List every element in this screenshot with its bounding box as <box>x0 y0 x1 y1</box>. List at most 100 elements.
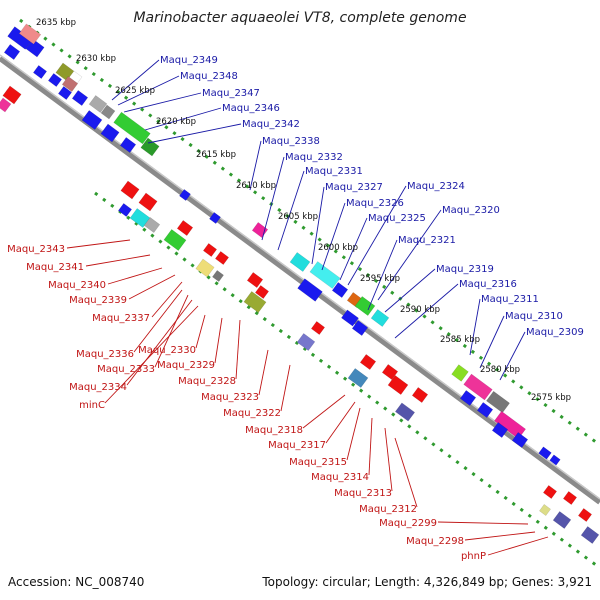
label-leader-line <box>214 317 223 364</box>
label-leader-line <box>123 92 202 113</box>
label-leader-line <box>377 209 442 301</box>
label-leader-line <box>85 254 151 267</box>
gene-label: Maqu_2328 <box>178 376 236 387</box>
gene-label: Maqu_2343 <box>7 244 65 255</box>
gene-feature <box>370 309 390 327</box>
gene-label: Maqu_2348 <box>180 71 238 82</box>
gene-label: Maqu_2322 <box>223 408 281 419</box>
label-leader-line <box>384 427 393 492</box>
gene-feature <box>113 111 151 145</box>
label-leader-line <box>261 156 285 241</box>
genome-summary-text: Topology: circular; Length: 4,326,849 bp… <box>261 575 592 589</box>
gene-feature <box>100 123 120 143</box>
gene-feature <box>246 272 264 288</box>
gene-feature <box>341 309 359 327</box>
gene-feature <box>351 320 369 336</box>
gene-feature <box>25 38 45 58</box>
gene-feature <box>580 526 600 544</box>
gene-label: Maqu_2333 <box>97 364 155 375</box>
label-leader-line <box>117 75 180 106</box>
gene-feature <box>117 203 133 217</box>
gene-feature <box>254 285 270 299</box>
scale-label: 2615 kbp <box>196 150 236 160</box>
gene-label: Maqu_2310 <box>505 311 563 322</box>
gene-label: Maqu_2339 <box>69 295 127 306</box>
label-leader-line <box>437 521 529 525</box>
gene-feature <box>511 432 529 448</box>
label-leader-line <box>394 283 459 339</box>
gene-feature <box>176 220 194 236</box>
gene-label: Maqu_2298 <box>406 536 464 547</box>
gene-feature <box>100 104 116 120</box>
gene-feature <box>542 485 558 499</box>
label-leaders <box>66 59 549 556</box>
label-leader-line <box>347 185 407 286</box>
gene-feature <box>491 422 509 438</box>
gene-label: Maqu_2332 <box>285 152 343 163</box>
gene-label: Maqu_2323 <box>201 392 259 403</box>
gene-feature <box>209 212 221 224</box>
label-leader-line <box>277 170 305 251</box>
gene-feature <box>310 321 326 335</box>
gene-feature <box>394 402 416 422</box>
gene-label: Maqu_2342 <box>242 119 300 130</box>
accession-text: Accession: NC_008740 <box>8 575 144 589</box>
scale-label: 2610 kbp <box>236 181 276 191</box>
label-leader-line <box>133 289 183 353</box>
label-leader-line <box>235 319 241 380</box>
label-leader-line <box>104 305 199 404</box>
gene-feature <box>552 511 572 529</box>
map-title: Marinobacter aquaeolei VT8, complete gen… <box>133 10 466 26</box>
gene-label: Maqu_2314 <box>311 472 369 483</box>
gene-label: Maqu_2315 <box>289 457 347 468</box>
label-leader-line <box>479 315 505 369</box>
label-leader-line <box>464 531 536 541</box>
gene-feature <box>459 390 477 406</box>
gene-label: Maqu_2319 <box>436 264 494 275</box>
gene-label: Maqu_2311 <box>481 294 539 305</box>
gene-feature <box>195 258 215 278</box>
gene-feature <box>3 44 21 60</box>
label-leader-line <box>339 217 368 281</box>
gene-label: Maqu_2324 <box>407 181 465 192</box>
label-leader-line <box>311 186 325 265</box>
label-leader-line <box>367 239 398 311</box>
label-leader-line <box>368 417 373 476</box>
gene-feature <box>539 504 551 516</box>
label-leader-line <box>126 299 193 386</box>
gene-feature <box>411 387 429 403</box>
gene-label: Maqu_2336 <box>76 349 134 360</box>
gene-label: Maqu_2338 <box>262 136 320 147</box>
gene-feature <box>119 137 137 153</box>
gene-feature <box>297 278 323 302</box>
gene-label: Maqu_2331 <box>305 166 363 177</box>
gene-label: Maqu_2312 <box>359 504 417 515</box>
gene-label: Maqu_2347 <box>202 88 260 99</box>
scale-label: 2625 kbp <box>115 86 155 96</box>
gene-feature <box>381 364 399 380</box>
gene-feature <box>214 251 230 265</box>
label-leader-line <box>325 401 356 444</box>
gene-feature <box>562 491 578 505</box>
label-leader-line <box>154 294 189 368</box>
scale-label: 2600 kbp <box>318 243 358 253</box>
gene-feature <box>71 90 89 106</box>
gene-feature <box>538 446 552 460</box>
scale-label: 2580 kbp <box>480 365 520 375</box>
gene-feature <box>243 291 267 313</box>
label-leader-line <box>321 202 346 271</box>
gene-label: Maqu_2299 <box>379 518 437 529</box>
label-leader-line <box>487 536 549 556</box>
gene-labels: Maqu_2349Maqu_2348Maqu_2347Maqu_2346Maqu… <box>7 55 584 562</box>
gene-feature <box>309 261 341 289</box>
gene-feature <box>486 390 510 414</box>
scale-label: 2595 kbp <box>360 274 400 284</box>
label-leader-line <box>280 364 291 412</box>
gene-label: Maqu_2318 <box>245 425 303 436</box>
scale-label: 2590 kbp <box>400 305 440 315</box>
gene-feature <box>61 76 79 92</box>
label-leader-line <box>147 123 242 144</box>
gene-feature <box>476 402 494 418</box>
